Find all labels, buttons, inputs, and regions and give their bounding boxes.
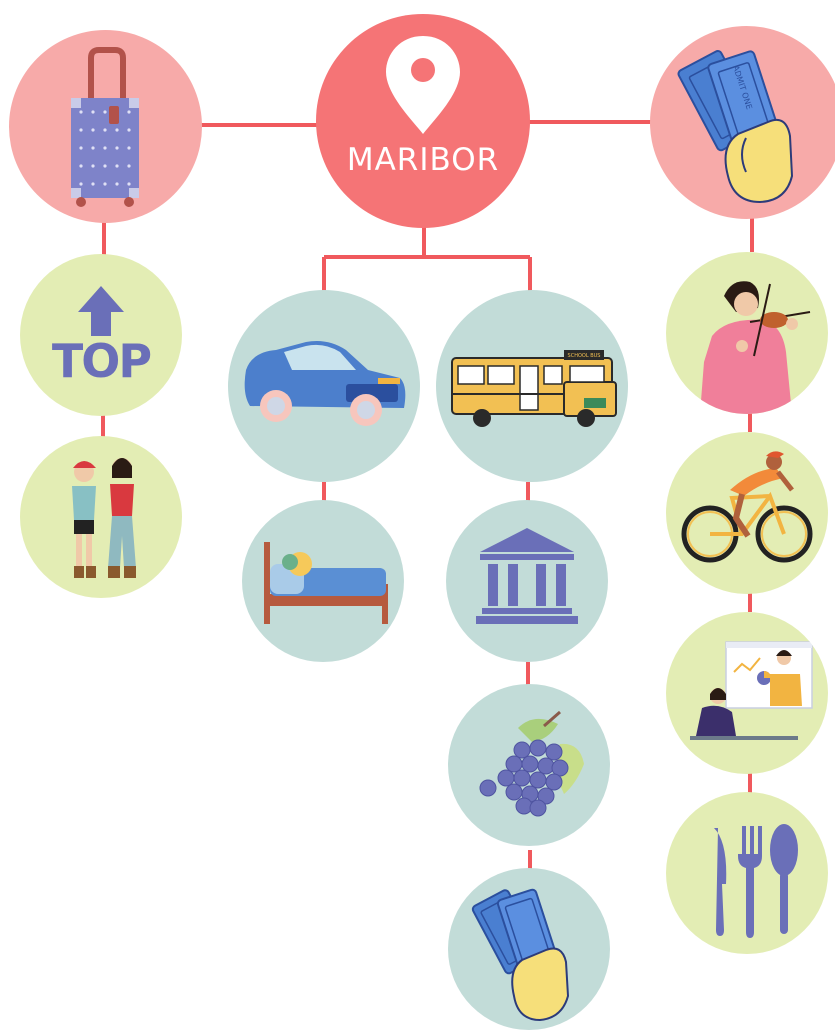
center-title: MARIBOR [346,142,500,178]
node-top[interactable]: TOP [20,254,182,416]
top-badge-text: TOP [51,334,152,388]
presentation-icon [690,641,813,740]
top-arrow-icon [78,286,124,336]
node-presentation[interactable] [666,612,828,774]
node-car[interactable] [228,290,420,482]
node-cycling[interactable] [666,432,828,594]
node-tickets-bottom[interactable] [448,868,610,1030]
bus-sign-text: SCHOOL BUS [568,353,601,359]
violinist-icon [700,281,811,414]
museum-icon [476,528,578,624]
node-grapes[interactable] [448,684,610,846]
node-events-tickets[interactable]: ADMIT ONE [650,26,835,219]
node-museum[interactable] [446,500,608,662]
node-bus[interactable]: SCHOOL BUS [436,290,628,482]
node-dining[interactable] [666,792,828,954]
school-bus-icon: SCHOOL BUS [451,350,617,427]
bed-icon [264,542,388,624]
grapes-icon [479,710,584,817]
node-violin[interactable] [666,252,828,414]
car-icon [244,341,406,426]
cyclist-icon [681,451,813,563]
map-pin-icon [386,36,460,134]
cutlery-icon [714,824,798,938]
node-bed[interactable] [242,500,404,662]
tickets-icon [471,888,570,1022]
node-travel-suitcase[interactable] [9,30,202,223]
tickets-icon: ADMIT ONE [677,50,794,204]
friends-icon [72,458,136,578]
suitcase-icon [71,47,139,207]
center-node-maribor[interactable]: MARIBOR [316,14,530,228]
node-friends[interactable] [20,436,182,598]
